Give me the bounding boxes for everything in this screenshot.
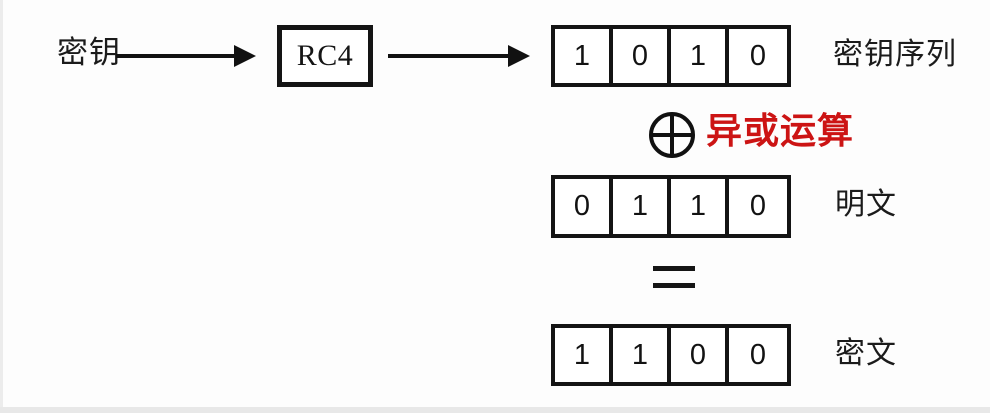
arrow-rc4-to-keystream-icon — [388, 45, 532, 67]
key-input-label: 密钥 — [57, 35, 121, 70]
bit-cell: 0 — [555, 179, 613, 234]
bit-cell: 0 — [613, 29, 671, 83]
bit-cell: 1 — [613, 179, 671, 234]
bit-cell: 0 — [729, 29, 787, 83]
bit-cell: 1 — [555, 328, 613, 382]
row-label-keystream: 密钥序列 — [833, 38, 957, 71]
bit-cell: 1 — [671, 179, 729, 234]
xor-operation-label: 异或运算 — [706, 110, 855, 151]
canvas-left-edge — [0, 0, 3, 413]
row-label-plaintext: 明文 — [835, 188, 897, 221]
xor-circle-icon — [649, 112, 695, 158]
bit-cell: 0 — [729, 328, 787, 382]
row-label-ciphertext: 密文 — [835, 337, 897, 370]
equals-sign-icon — [653, 264, 695, 291]
equals-bar-bottom — [653, 283, 695, 288]
rc4-box-label: RC4 — [296, 39, 354, 72]
arrow-head — [508, 45, 530, 67]
bit-row-keystream: 1 0 1 0 — [551, 25, 791, 87]
bit-cell: 1 — [555, 29, 613, 83]
arrow-head — [234, 45, 256, 67]
bit-cell: 0 — [671, 328, 729, 382]
bit-cell: 0 — [729, 179, 787, 234]
bit-cell: 1 — [613, 328, 671, 382]
xor-vertical-bar — [670, 113, 674, 157]
arrow-shaft — [116, 54, 236, 58]
arrow-shaft — [388, 54, 510, 58]
bit-row-plaintext: 0 1 1 0 — [551, 175, 791, 238]
bit-cell: 1 — [671, 29, 729, 83]
bit-row-ciphertext: 1 1 0 0 — [551, 324, 791, 386]
rc4-cipher-box: RC4 — [277, 25, 373, 87]
equals-bar-top — [653, 266, 695, 271]
canvas-bottom-edge — [0, 407, 990, 413]
arrow-key-to-rc4-icon — [116, 45, 256, 67]
